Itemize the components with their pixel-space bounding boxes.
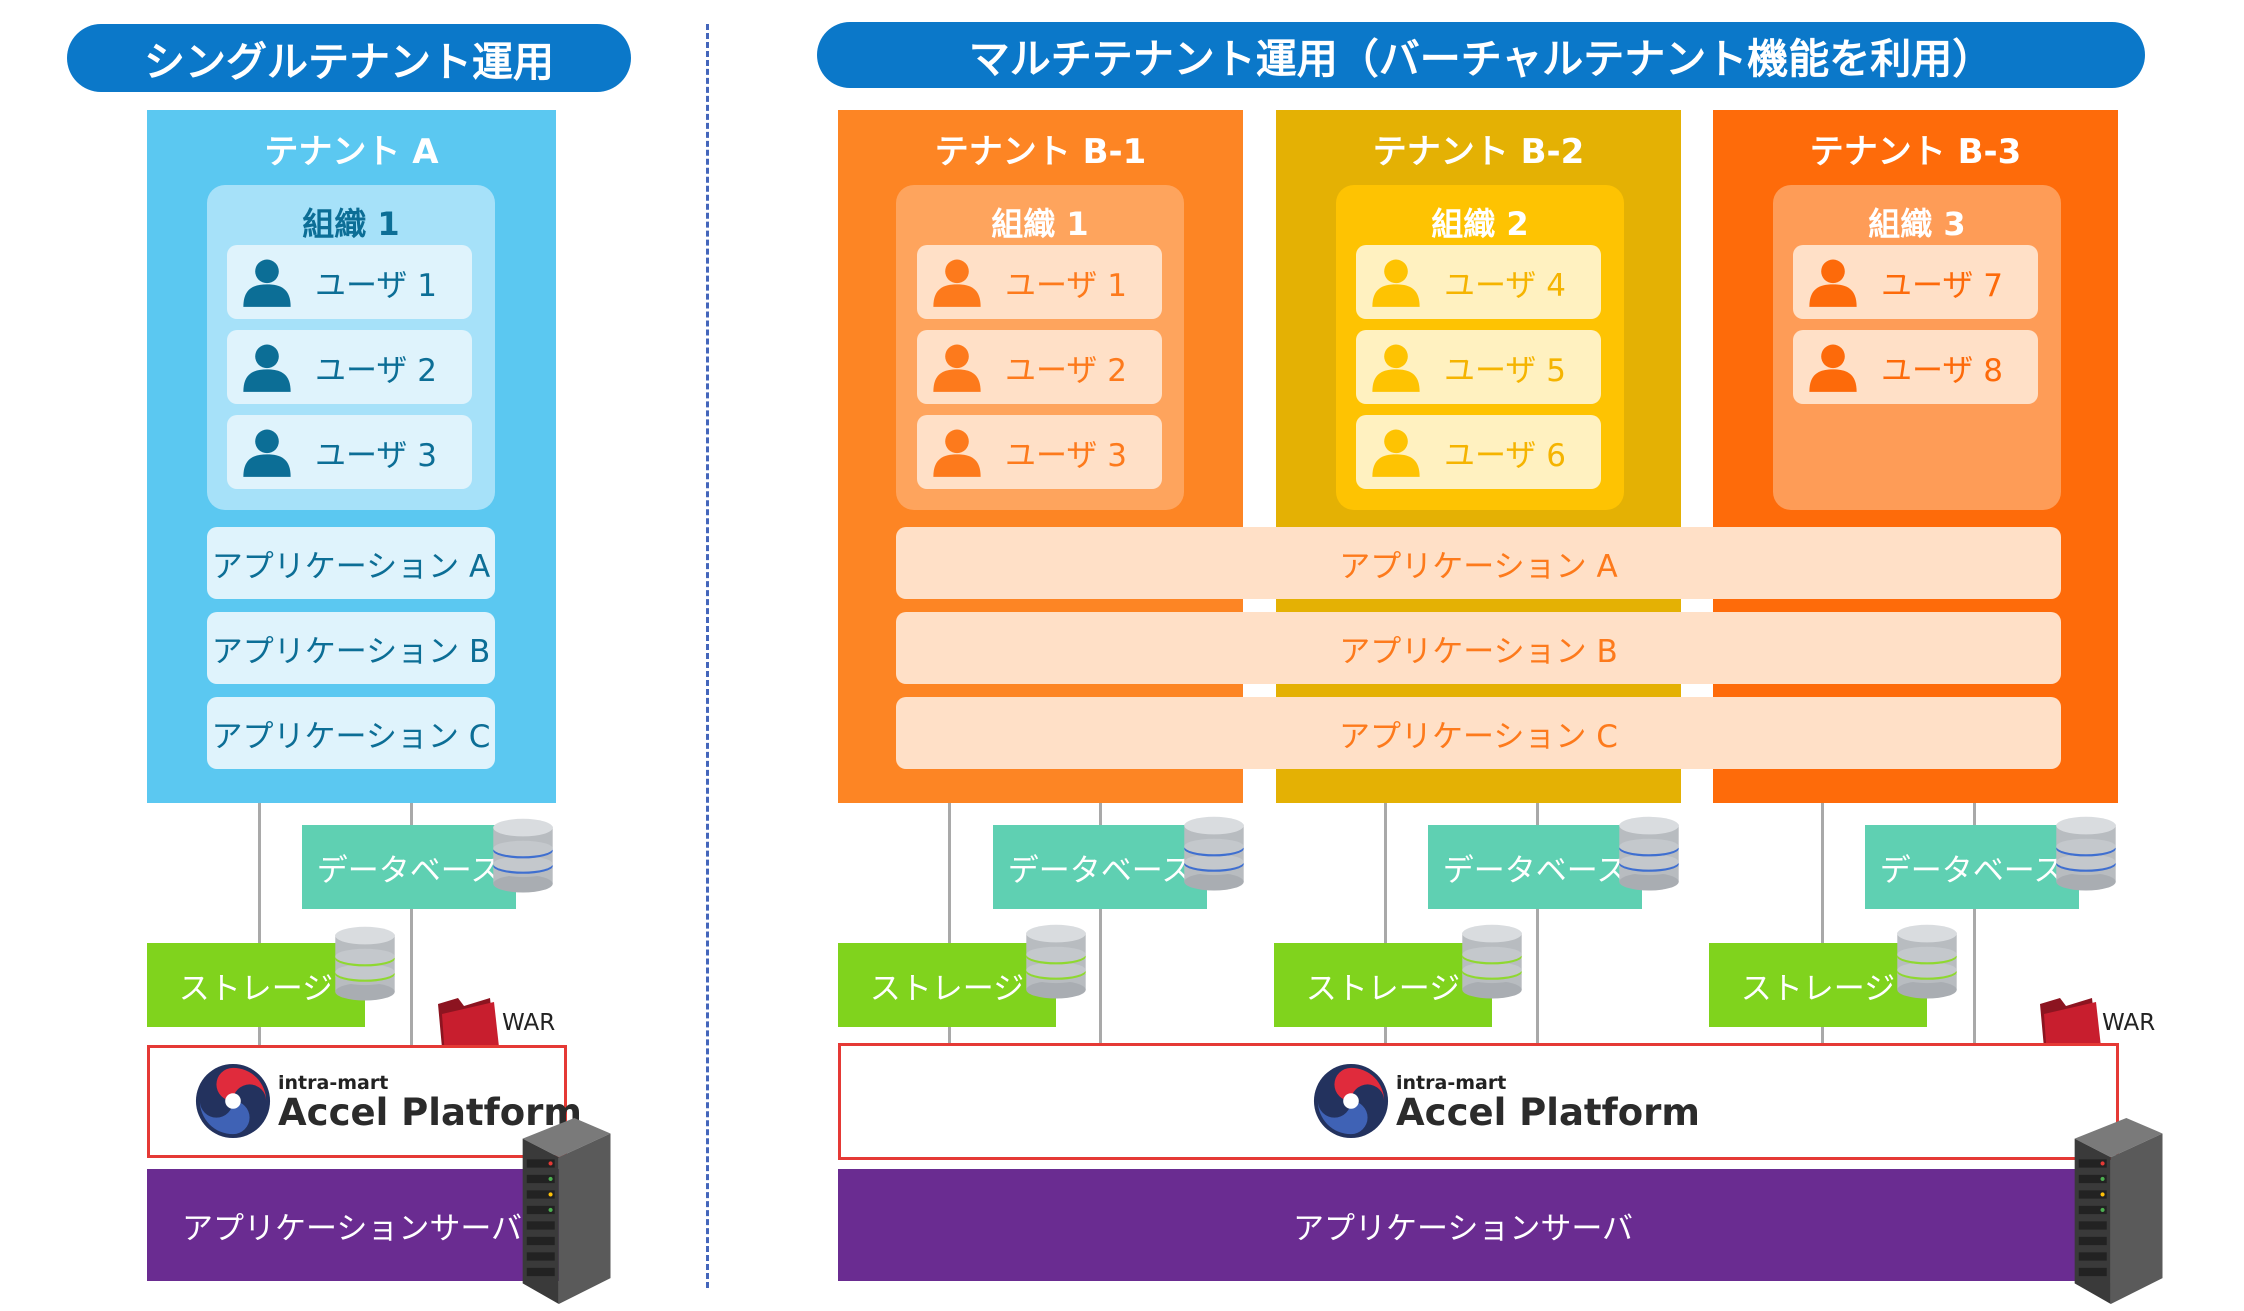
app-b-bar: アプリケーション B	[207, 612, 495, 684]
database-icon	[2053, 806, 2119, 898]
database-box: データベース	[1865, 825, 2079, 909]
tenant-label: テナント B-2	[1372, 132, 1585, 172]
database-box: データベース	[993, 825, 1207, 909]
user-icon	[1370, 341, 1422, 393]
user-icon	[931, 341, 983, 393]
storage-box: ストレージ	[147, 943, 365, 1027]
user-label: ユーザ 6	[1444, 437, 1566, 474]
connector-line	[1821, 803, 1824, 1045]
user-icon	[241, 256, 293, 308]
user-card: ユーザ 2	[917, 330, 1162, 404]
tenant-label: テナント B-3	[1809, 132, 2022, 172]
app-server-bar: アプリケーションサーバ	[838, 1169, 2088, 1281]
app-server-bar: アプリケーションサーバ	[147, 1169, 577, 1281]
war-label: WAR	[502, 1010, 556, 1036]
multi-tenant-title: マルチテナント運用（バーチャルテナント機能を利用）	[817, 22, 2145, 88]
storage-icon	[1023, 914, 1089, 1006]
server-rack-icon	[2064, 1118, 2168, 1304]
user-label: ユーザ 7	[1881, 267, 2003, 304]
user-icon	[241, 341, 293, 393]
org-label: 組織 2	[1431, 205, 1529, 243]
storage-box: ストレージ	[1274, 943, 1492, 1027]
app-c-bar: アプリケーション C	[207, 697, 495, 769]
storage-icon	[1894, 914, 1960, 1006]
database-icon	[1616, 806, 1682, 898]
user-label: ユーザ 3	[1005, 437, 1127, 474]
app-a-bar: アプリケーション A	[896, 527, 2061, 599]
user-label: ユーザ 3	[315, 437, 437, 474]
user-label: ユーザ 1	[1005, 267, 1127, 304]
user-icon	[1370, 426, 1422, 478]
app-server-label: アプリケーションサーバ	[181, 1210, 523, 1247]
app-a-bar: アプリケーション A	[207, 527, 495, 599]
intra-mart-logo-icon	[194, 1062, 272, 1140]
database-box: データベース	[302, 825, 516, 909]
user-card: ユーザ 3	[227, 415, 472, 489]
storage-icon	[332, 916, 398, 1008]
user-label: ユーザ 5	[1444, 352, 1566, 389]
user-card: ユーザ 8	[1793, 330, 2038, 404]
connector-line	[1536, 803, 1539, 1045]
tenant-a-label: テナント A	[264, 132, 439, 172]
platform-small-label: intra-mart	[1396, 1072, 1507, 1094]
connector-line	[1099, 803, 1102, 1045]
user-card: ユーザ 5	[1356, 330, 1601, 404]
user-icon	[1807, 341, 1859, 393]
user-label: ユーザ 2	[315, 352, 437, 389]
platform-big-label: Accel Platform	[278, 1091, 582, 1134]
intra-mart-logo: intra-mart Accel Platform	[194, 1062, 582, 1140]
user-card: ユーザ 1	[227, 245, 472, 319]
divider-line	[706, 24, 709, 1288]
user-card: ユーザ 7	[1793, 245, 2038, 319]
user-label: ユーザ 1	[315, 267, 437, 304]
storage-box: ストレージ	[838, 943, 1056, 1027]
org-label: 組織 1	[302, 205, 400, 243]
storage-icon	[1459, 914, 1525, 1006]
intra-mart-logo: intra-mart Accel Platform	[1312, 1062, 1700, 1140]
server-rack-icon	[512, 1118, 616, 1304]
platform-small-label: intra-mart	[278, 1072, 389, 1094]
connector-line	[1384, 803, 1387, 1045]
user-label: ユーザ 8	[1881, 352, 2003, 389]
tenant-label: テナント B-1	[934, 132, 1147, 172]
connector-line	[258, 803, 261, 1045]
single-tenant-title: シングルテナント運用	[67, 24, 631, 92]
org-label: 組織 3	[1868, 205, 1966, 243]
accel-platform-box	[838, 1043, 2119, 1160]
connector-line	[948, 803, 951, 1045]
user-label: ユーザ 2	[1005, 352, 1127, 389]
user-label: ユーザ 4	[1444, 267, 1566, 304]
app-server-label: アプリケーションサーバ	[1292, 1210, 1634, 1247]
intra-mart-logo-icon	[1312, 1062, 1390, 1140]
accel-platform-box	[147, 1045, 567, 1158]
user-card: ユーザ 4	[1356, 245, 1601, 319]
connector-line	[410, 803, 413, 1045]
database-box: データベース	[1428, 825, 1642, 909]
user-card: ユーザ 1	[917, 245, 1162, 319]
connector-line	[1973, 803, 1976, 1045]
platform-big-label: Accel Platform	[1396, 1091, 1700, 1134]
user-card: ユーザ 2	[227, 330, 472, 404]
user-icon	[1807, 256, 1859, 308]
user-card: ユーザ 3	[917, 415, 1162, 489]
user-icon	[1370, 256, 1422, 308]
database-icon	[490, 808, 556, 900]
storage-box: ストレージ	[1709, 943, 1927, 1027]
war-label: WAR	[2102, 1010, 2156, 1036]
user-card: ユーザ 6	[1356, 415, 1601, 489]
app-c-bar: アプリケーション C	[896, 697, 2061, 769]
org-label: 組織 1	[991, 205, 1089, 243]
user-icon	[931, 256, 983, 308]
database-icon	[1181, 806, 1247, 898]
user-icon	[931, 426, 983, 478]
user-icon	[241, 426, 293, 478]
app-b-bar: アプリケーション B	[896, 612, 2061, 684]
